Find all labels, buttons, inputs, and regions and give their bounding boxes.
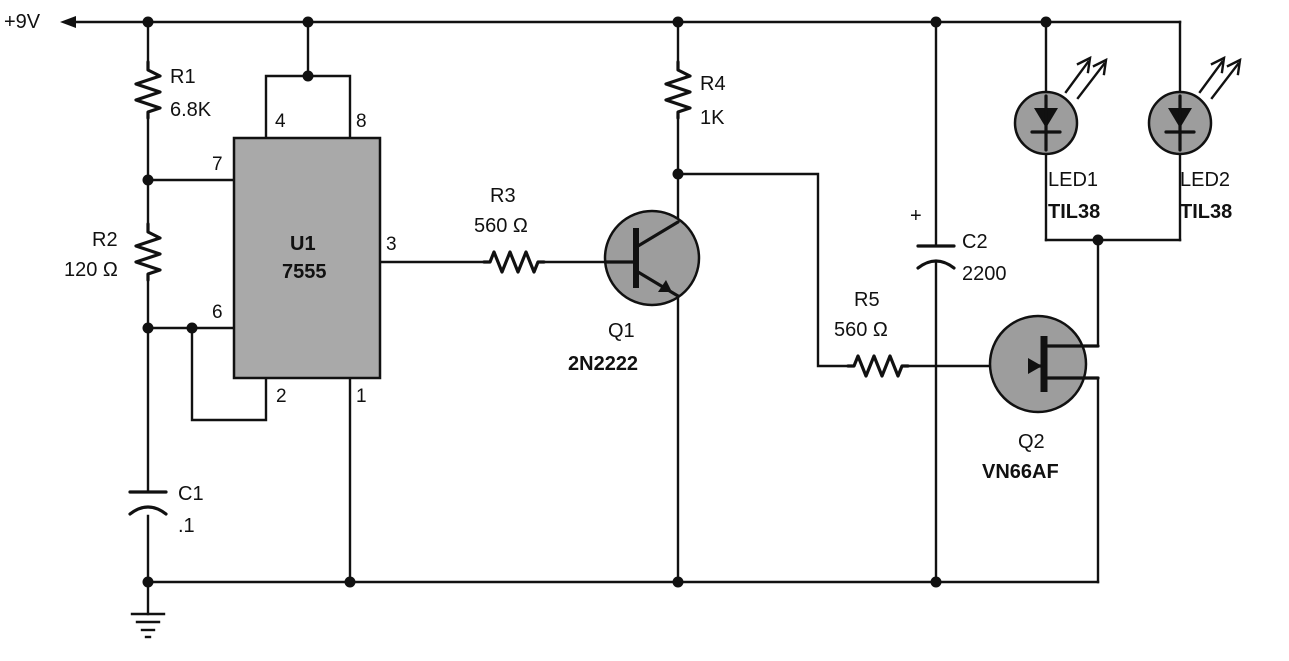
led2-emission-arrows-icon xyxy=(1198,55,1242,100)
r2-value: 120 Ω xyxy=(64,259,118,281)
r4-value: 1K xyxy=(700,107,725,129)
led1-part: TIL38 xyxy=(1048,201,1100,223)
r1-value: 6.8K xyxy=(170,99,212,121)
r2-ref: R2 xyxy=(92,229,118,251)
capacitor-c1: C1 .1 xyxy=(128,483,204,537)
supply-rail: +9V xyxy=(4,11,1182,33)
resistor-r2: R2 120 Ω xyxy=(64,222,162,282)
q1-ref: Q1 xyxy=(608,320,635,342)
u1-pin-1: 1 xyxy=(356,386,367,407)
led2-part: TIL38 xyxy=(1180,201,1232,223)
q2-gate-arrow-icon xyxy=(1028,358,1042,374)
r1-ref: R1 xyxy=(170,66,196,88)
u1-pin-8: 8 xyxy=(356,111,367,132)
u1-body xyxy=(232,136,382,380)
q1-part: 2N2222 xyxy=(568,353,638,375)
c2-ref: C2 xyxy=(962,231,988,253)
resistor-r1: R1 6.8K xyxy=(134,60,212,121)
transistor-q1: Q1 2N2222 xyxy=(568,209,701,584)
led2-ref: LED2 xyxy=(1180,169,1230,191)
r4-ref: R4 xyxy=(700,73,726,95)
junction-dots xyxy=(142,16,1104,588)
u1-pin-3: 3 xyxy=(386,234,397,255)
capacitor-c2: + C2 2200 xyxy=(910,20,1007,584)
u1-pin-4: 4 xyxy=(275,111,286,132)
led2: LED2 TIL38 xyxy=(1147,55,1242,223)
resistor-r3: R3 560 Ω xyxy=(474,185,608,274)
u1-pin-6: 6 xyxy=(212,302,223,323)
led1-ref: LED1 xyxy=(1048,169,1098,191)
r3-ref: R3 xyxy=(490,185,516,207)
r3-value: 560 Ω xyxy=(474,215,528,237)
q2-ref: Q2 xyxy=(1018,431,1045,453)
r5-value: 560 Ω xyxy=(834,319,888,341)
q2-part: VN66AF xyxy=(982,461,1059,483)
mosfet-q2: Q2 VN66AF xyxy=(982,238,1100,584)
c1-ref: C1 xyxy=(178,483,204,505)
led1: LED1 TIL38 xyxy=(1013,55,1108,223)
r5-ref: R5 xyxy=(854,289,880,311)
u1-part: 7555 xyxy=(282,261,327,283)
u1-pin-7: 7 xyxy=(212,154,223,175)
led1-emission-arrows-icon xyxy=(1064,55,1108,100)
c2-value: 2200 xyxy=(962,263,1007,285)
led-bank-wires xyxy=(1044,20,1182,242)
c2-polarity: + xyxy=(910,205,922,227)
ground-symbol-icon xyxy=(130,580,166,639)
c1-value: .1 xyxy=(178,515,195,537)
timer-ic-u1: U1 7555 4 8 7 6 3 2 1 xyxy=(212,20,486,584)
u1-ref: U1 xyxy=(290,233,316,255)
u1-pin-2: 2 xyxy=(276,386,287,407)
q1-emitter-arrow-icon xyxy=(658,280,672,292)
resistor-r4: R4 1K xyxy=(664,20,850,368)
supply-label: +9V xyxy=(4,11,41,33)
supply-arrow-icon xyxy=(60,16,76,28)
